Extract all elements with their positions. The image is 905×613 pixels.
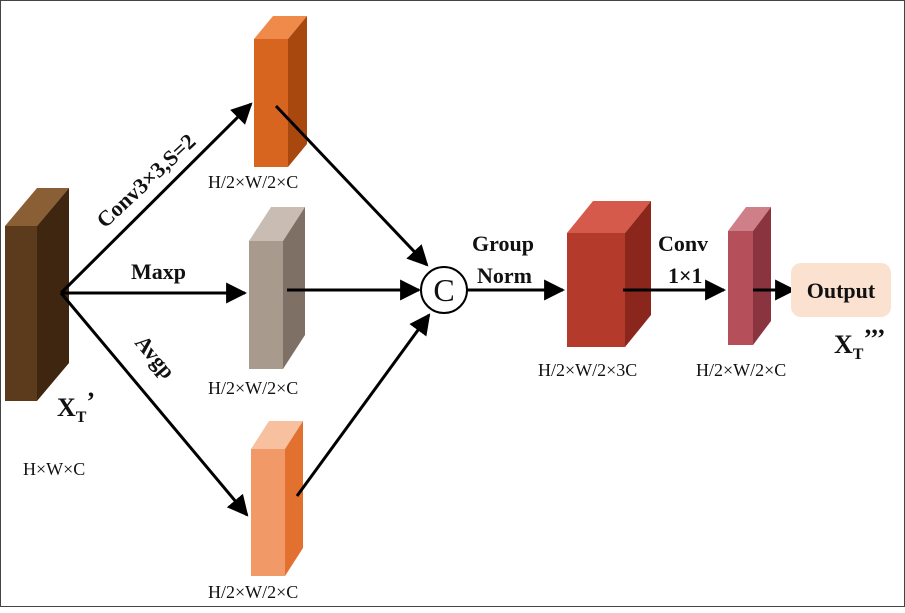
avgp-block-top	[251, 421, 303, 449]
output-box: Output	[791, 263, 891, 317]
conv-block-side	[288, 16, 307, 167]
avgp-block	[251, 421, 303, 576]
maxp-block-side	[283, 207, 305, 369]
avgp-block-front	[251, 449, 285, 576]
group-norm-block	[567, 201, 651, 347]
input-block-top	[5, 188, 69, 226]
concat-symbol: C	[433, 272, 454, 308]
conv1x1-dims: H/2×W/2×C	[696, 360, 786, 380]
arrow-input-to-conv	[59, 102, 253, 295]
group-norm-block-side	[625, 201, 651, 347]
input-dims: H×W×C	[23, 459, 85, 479]
conv1x1-label-line2: 1×1	[668, 263, 703, 288]
input-var-label: XT’	[57, 387, 95, 426]
group-norm-block-front	[567, 233, 625, 347]
avgp-dims: H/2×W/2×C	[208, 582, 298, 602]
conv1x1-block-front	[728, 231, 753, 345]
input-var-x: X	[57, 393, 76, 422]
output-box-bg	[791, 263, 891, 317]
conv1x1-label-line1: Conv	[658, 231, 708, 256]
group-norm-dims: H/2×W/2×3C	[538, 360, 637, 380]
maxp-block	[249, 207, 305, 369]
input-block-side	[37, 188, 69, 401]
output-var-prime: ’’’	[863, 324, 885, 353]
conv1x1-block-top	[728, 207, 771, 231]
conv1x1-block	[728, 207, 771, 345]
avgp-op-label: Avgp	[130, 330, 180, 383]
group-norm-label-line1: Group	[472, 231, 534, 256]
output-var-x: X	[834, 330, 853, 359]
group-norm-label-line2: Norm	[477, 263, 532, 288]
conv-dims: H/2×W/2×C	[208, 172, 298, 192]
avgp-block-side	[285, 421, 303, 576]
arrow-conv-to-concat	[274, 104, 429, 267]
maxp-block-front	[249, 241, 283, 369]
arrows	[59, 102, 797, 517]
output-label: Output	[807, 278, 876, 303]
output-var-sub: T	[853, 346, 864, 363]
output-var-label: XT’’’	[834, 324, 886, 363]
maxp-block-top	[249, 207, 305, 241]
conv1x1-block-side	[753, 207, 771, 345]
group-norm-block-top	[567, 201, 651, 233]
arrow-input-to-avgp	[59, 292, 249, 517]
maxp-op-label: Maxp	[131, 259, 186, 284]
input-block	[5, 188, 69, 401]
arrow-avgp-to-concat	[295, 313, 431, 497]
conv-op-label: Conv3×3,S=2	[91, 128, 200, 232]
conv-block-front	[254, 39, 288, 167]
concat-node: C	[420, 266, 468, 314]
conv-block	[254, 16, 307, 167]
concat-circle	[420, 266, 468, 314]
input-var-sub: T	[76, 409, 87, 426]
maxp-dims: H/2×W/2×C	[208, 378, 298, 398]
input-var-prime: ’	[86, 387, 95, 416]
input-block-front	[5, 226, 37, 401]
conv-block-top	[254, 16, 307, 39]
